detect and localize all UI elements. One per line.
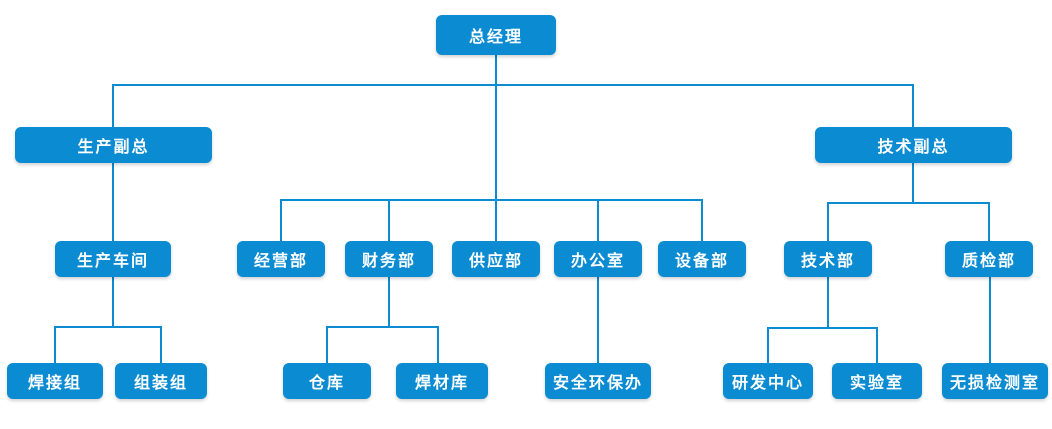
connector-line <box>280 199 703 201</box>
connector-line <box>112 85 114 128</box>
connector-line <box>767 327 878 329</box>
connector-line <box>160 327 162 364</box>
connector-line <box>988 203 990 242</box>
connector-line <box>495 200 497 242</box>
org-node-ndt-room: 无损检测室 <box>942 363 1048 399</box>
connector-line <box>54 327 56 364</box>
connector-line <box>112 84 914 86</box>
org-node-safety-env-office: 安全环保办 <box>545 363 651 399</box>
org-node-quality-dept: 质检部 <box>945 241 1033 277</box>
connector-line <box>912 85 914 128</box>
org-node-laboratory: 实验室 <box>832 363 922 399</box>
org-node-general-manager: 总经理 <box>436 15 556 55</box>
connector-line <box>388 277 390 328</box>
connector-line <box>112 163 114 242</box>
connector-line <box>597 277 599 364</box>
connector-line <box>597 200 599 242</box>
org-node-assembly-group: 组装组 <box>115 363 207 399</box>
org-node-office: 办公室 <box>554 241 642 277</box>
org-node-technical-vp: 技术副总 <box>815 127 1012 163</box>
org-node-welding-group: 焊接组 <box>7 363 103 399</box>
connector-line <box>112 277 114 328</box>
connector-line <box>437 327 439 364</box>
connector-line <box>767 328 769 364</box>
org-node-production-workshop: 生产车间 <box>55 241 171 277</box>
connector-line <box>827 277 829 329</box>
connector-line <box>388 200 390 242</box>
org-node-weld-material-store: 焊材库 <box>396 363 488 399</box>
org-node-rd-center: 研发中心 <box>723 363 813 399</box>
connector-line <box>54 326 162 328</box>
org-node-technical-dept: 技术部 <box>784 241 872 277</box>
org-node-supply-dept: 供应部 <box>452 241 540 277</box>
connector-line <box>280 200 282 242</box>
connector-line <box>326 327 328 364</box>
org-node-equipment-dept: 设备部 <box>658 241 746 277</box>
connector-line <box>876 328 878 364</box>
connector-line <box>989 277 991 364</box>
connector-line <box>827 202 990 204</box>
connector-line <box>827 203 829 242</box>
org-node-finance-dept: 财务部 <box>345 241 433 277</box>
org-node-production-vp: 生产副总 <box>15 127 212 163</box>
connector-line <box>495 55 497 201</box>
org-node-warehouse: 仓库 <box>283 363 371 399</box>
org-node-business-dept: 经营部 <box>237 241 325 277</box>
connector-line <box>912 163 914 204</box>
connector-line <box>701 200 703 242</box>
connector-line <box>326 326 439 328</box>
